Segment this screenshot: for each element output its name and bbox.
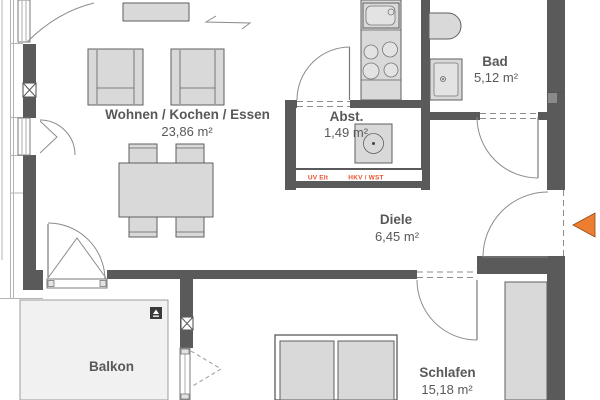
bedroom-window-tilt-icon [190, 350, 222, 388]
washbasin-icon [429, 58, 463, 101]
chair [175, 143, 205, 164]
balcony-door [46, 222, 108, 289]
room-area-bath: 5,12 m² [474, 70, 519, 85]
room-area-bedroom: 15,18 m² [421, 382, 473, 397]
room-label-hall: Diele [380, 212, 413, 227]
bath-door [476, 113, 539, 179]
room-area-living: 23,86 m² [161, 124, 213, 139]
room-labels: Wohnen / Kochen / Essen 23,86 m² Abst. 1… [89, 54, 519, 397]
wall-storage-west [285, 100, 296, 190]
wall-bath-south [430, 112, 480, 120]
room-label-living: Wohnen / Kochen / Essen [105, 107, 270, 122]
floor-drain-icon [150, 307, 162, 319]
room-label-balcony: Balkon [89, 359, 134, 374]
wall-west-b [23, 97, 36, 118]
washing-machine-icon [354, 123, 393, 164]
wall-balcony-bedroom-divider [180, 279, 193, 348]
chair [175, 216, 205, 238]
tech-label-uv: UV Elt [308, 175, 329, 182]
window-west-top [17, 0, 31, 43]
wall-storage-north [350, 100, 430, 108]
kitchen-counter [360, 0, 402, 101]
wall-south-entry-block [477, 256, 565, 274]
tech-labels: UV Elt HKV / WST [308, 175, 384, 182]
armchair [87, 48, 144, 106]
mattress [279, 340, 335, 400]
balcony-door-sill [46, 278, 108, 289]
armchair [170, 48, 225, 106]
room-area-storage: 1,49 m² [324, 125, 369, 140]
bedroom-furniture [274, 281, 548, 400]
wall-east-lower [547, 258, 565, 400]
west-windows [17, 0, 95, 156]
room-label-storage: Abst. [330, 109, 364, 124]
wall-south-living [107, 270, 417, 279]
room-label-bath: Bad [482, 54, 508, 69]
dining-set [118, 143, 214, 238]
sideboard [122, 2, 190, 22]
wall-sw-corner [23, 270, 43, 290]
room-area-hall: 6,45 m² [375, 229, 420, 244]
wall-bath-south-stub [538, 112, 547, 120]
room-label-bedroom: Schlafen [419, 365, 475, 380]
sketch-direction-arrow-icon [204, 15, 252, 30]
balcony-door-swing-arc [47, 222, 106, 281]
east-wall-niche [548, 93, 557, 103]
wall-west-a [23, 44, 36, 83]
entrance-door-swing-arc [482, 191, 549, 258]
balcony [19, 299, 169, 400]
installation-shaft-recess [296, 170, 422, 181]
living-furniture [87, 2, 252, 238]
bedroom-door-swing-arc [416, 279, 478, 341]
mattress [337, 340, 395, 400]
toilet-icon [428, 12, 462, 40]
wall-storage-north-stub [285, 100, 297, 108]
entrance-door [482, 190, 564, 258]
bath-door-swing-arc [476, 116, 539, 179]
facade-lines [0, 0, 43, 299]
window-west-mid-swing-arc [39, 119, 76, 156]
bedroom-window [179, 347, 222, 400]
entry-arrow-icon [572, 212, 596, 238]
bedroom-door [416, 271, 478, 341]
window-west-mid-tilt-icon [39, 120, 58, 154]
kitchen-tap-icon [387, 8, 395, 16]
double-bed [274, 334, 398, 400]
column-markers [22, 82, 194, 331]
chair [128, 216, 158, 238]
chair [128, 143, 158, 164]
dining-table [118, 162, 214, 218]
stove-burners-icon [362, 41, 399, 80]
wall-west-c [23, 155, 36, 270]
wardrobe [504, 281, 548, 400]
storage-door [296, 46, 351, 107]
balcony-door-tilt-icon [47, 237, 107, 279]
window-west-top-swing-arc [26, 2, 95, 43]
window-west-mid [17, 117, 31, 156]
bath-fixtures [428, 12, 463, 101]
wall-kitchen-bath [421, 0, 430, 190]
storage-door-swing-arc [296, 46, 351, 101]
tech-label-hkv: HKV / WST [348, 175, 383, 182]
